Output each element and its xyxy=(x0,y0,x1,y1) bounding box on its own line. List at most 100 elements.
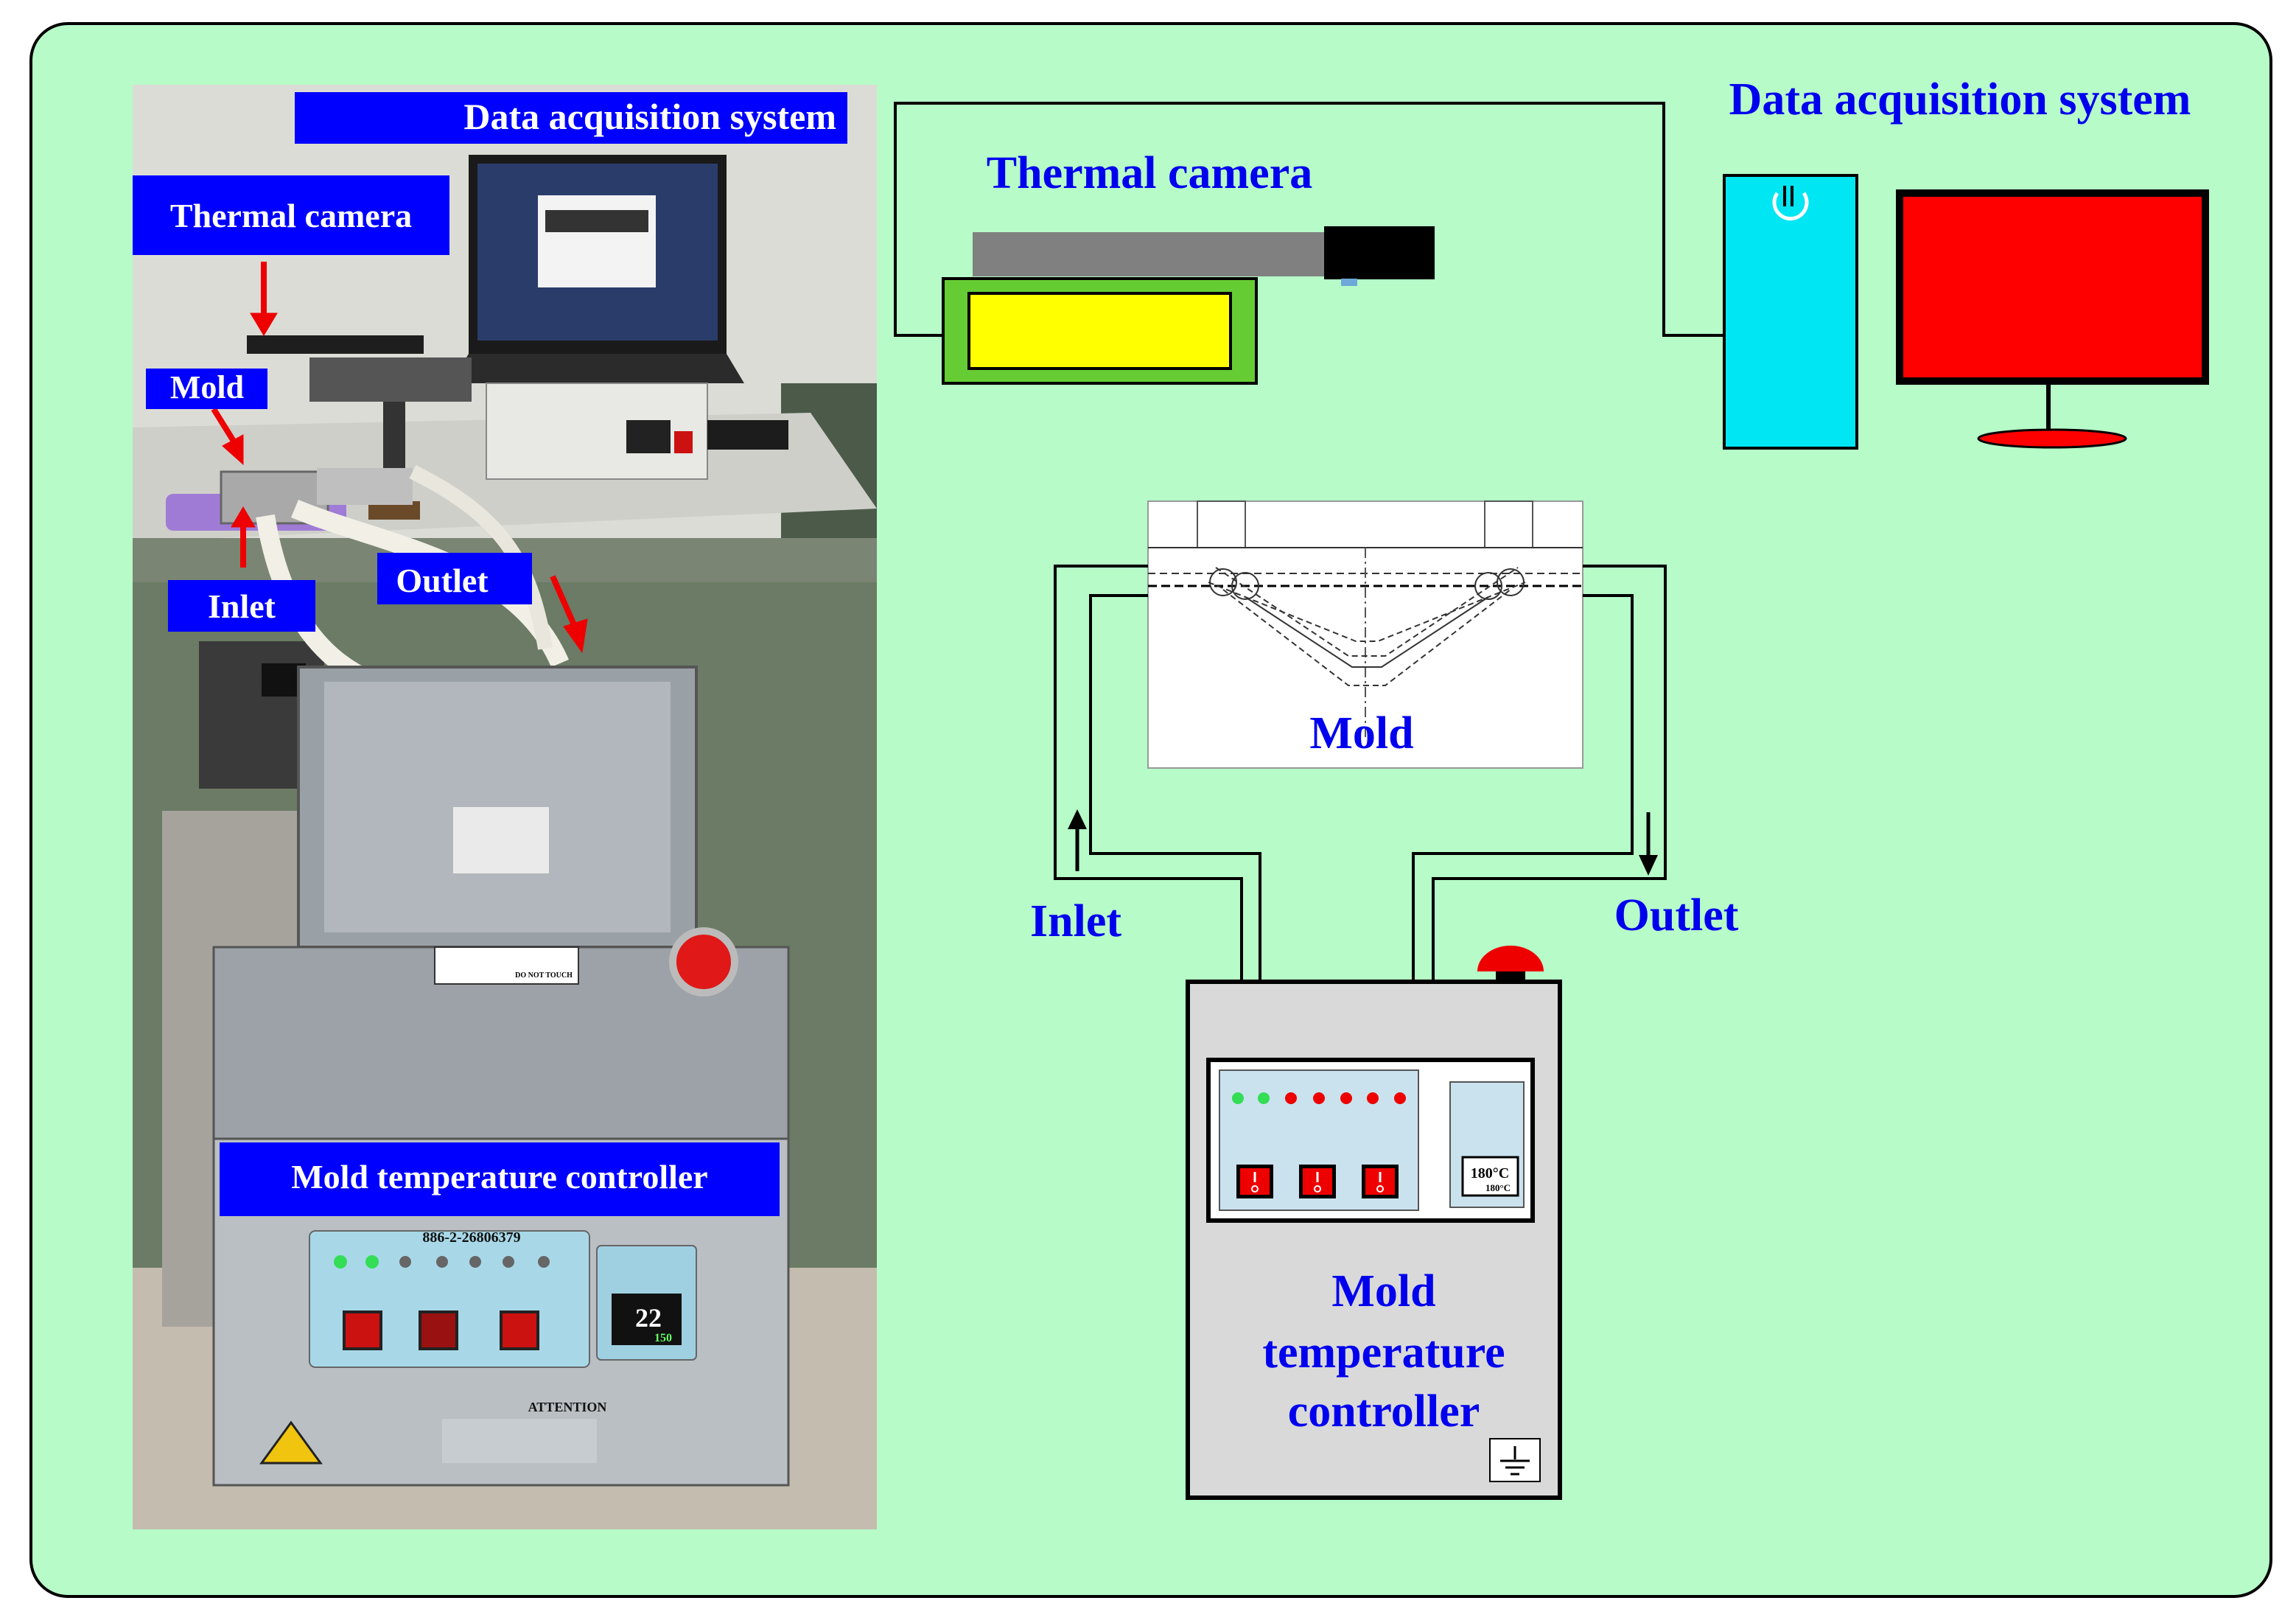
photo-attention-text: ATTENTION xyxy=(528,1400,607,1414)
photo-arrows xyxy=(211,262,588,654)
photo-laptop-keyboard xyxy=(451,354,744,383)
pipe-outlet-outer xyxy=(1432,565,1667,982)
photo-daq-meter xyxy=(626,420,671,453)
photo-temp-display xyxy=(612,1294,682,1345)
schematic-label-daq: Data acquisition system xyxy=(1729,74,2191,125)
led-red xyxy=(1367,1092,1379,1104)
wire-camera-to-daq xyxy=(894,102,1724,337)
mold-hole xyxy=(1497,568,1525,596)
schematic-label-outlet: Outlet xyxy=(1614,890,1739,940)
inlet-arrow-head xyxy=(1068,809,1087,829)
mold-v-channel-4 xyxy=(1245,596,1489,668)
photo-label-daq-text: Data acquisition system xyxy=(463,96,836,137)
photo-emergency-stop xyxy=(669,927,738,997)
photo-label-thermal-camera: Thermal camera xyxy=(133,175,449,255)
controller-switches xyxy=(1236,1165,1399,1198)
photo-switch-2 xyxy=(419,1310,458,1350)
photo-switch-3 xyxy=(500,1310,539,1350)
arrow-to-mold-head xyxy=(222,434,244,466)
temperature-display-main: 180°C xyxy=(1471,1165,1509,1182)
thermal-camera-icon xyxy=(942,226,1435,385)
photo-laptop-window-bar xyxy=(545,210,648,232)
pipe-inlet-inner xyxy=(1089,594,1261,982)
photo-warning-sign xyxy=(434,946,579,985)
controller-leds xyxy=(1232,1092,1406,1104)
photo-led xyxy=(399,1256,411,1268)
emergency-button-icon xyxy=(1477,946,1544,971)
schematic: Data acquisition system Thermal camera xyxy=(894,74,2209,1500)
photo-controller-label-plate xyxy=(453,807,549,873)
photo-led xyxy=(469,1256,481,1268)
controller-label-line-1: Mold xyxy=(1331,1266,1435,1316)
photo-label-inlet-text: Inlet xyxy=(208,587,276,625)
mold-hole xyxy=(1209,568,1237,596)
led-green xyxy=(1232,1092,1244,1104)
photo-label-controller: Mold temperature controller xyxy=(220,1142,780,1216)
photo-display-setpoint: 150 xyxy=(654,1332,672,1344)
pipe-inlet-outer xyxy=(1054,565,1243,982)
photo-label-mold: Mold xyxy=(146,369,267,409)
power-switch-icon xyxy=(1236,1165,1273,1198)
photo-camera-mount xyxy=(309,357,472,402)
led-red xyxy=(1285,1092,1297,1104)
mold-v-channel-2 xyxy=(1215,567,1519,657)
led-red xyxy=(1394,1092,1406,1104)
mold-hole xyxy=(1474,572,1502,600)
outlet-arrow-head xyxy=(1639,855,1658,876)
photo-switch-1 xyxy=(343,1310,382,1350)
controller-label-line-3: controller xyxy=(1288,1386,1480,1437)
led-red xyxy=(1313,1092,1325,1104)
power-switch-icon xyxy=(1299,1165,1336,1198)
photo-mold-clamp xyxy=(317,468,413,505)
computer-icon xyxy=(1723,174,2209,450)
camera-lens-tip xyxy=(1341,279,1357,286)
arrow-to-outlet-head xyxy=(563,618,588,654)
monitor-base xyxy=(1977,428,2127,449)
schematic-label-mold: Mold xyxy=(1309,708,1413,758)
photo-attention-lines xyxy=(442,1419,597,1463)
photo-camera xyxy=(247,335,424,354)
mold-v-channel-3 xyxy=(1222,589,1511,686)
photo-label-daq: Data acquisition system xyxy=(295,92,847,144)
mold-tab-left xyxy=(1197,500,1246,548)
camera-lens xyxy=(1324,226,1435,279)
controller-icon: 180°C 180°C Mold temperature controller xyxy=(1186,946,1562,1500)
photo-daq-base xyxy=(707,420,788,450)
photo-led xyxy=(365,1255,379,1268)
pipe-outlet-inner xyxy=(1412,594,1634,982)
photo-label-controller-text: Mold temperature controller xyxy=(291,1158,707,1196)
schematic-label-thermal-camera: Thermal camera xyxy=(987,148,1312,198)
power-switch-icon xyxy=(1362,1165,1399,1198)
photo-label-outlet-text: Outlet xyxy=(396,562,489,599)
photo-label-outlet: Outlet xyxy=(377,553,532,604)
photo-panel-leds xyxy=(334,1255,550,1268)
camera-body xyxy=(973,232,1326,276)
led-red xyxy=(1340,1092,1352,1104)
photo-led xyxy=(538,1256,550,1268)
temperature-display-sub: 180°C xyxy=(1485,1182,1511,1193)
ground-icon xyxy=(1489,1438,1541,1482)
monitor-screen xyxy=(1896,189,2209,385)
emergency-button-base xyxy=(1496,971,1525,982)
mold-hole xyxy=(1231,572,1259,600)
photo-laptop-window xyxy=(538,195,656,287)
photo-panel: DO NOT TOUCH 886-2-26806379 22 150 xyxy=(133,85,877,1529)
photo-led xyxy=(503,1256,514,1268)
photo-hose-extra xyxy=(409,465,553,650)
led-green xyxy=(1258,1092,1270,1104)
temperature-display xyxy=(1461,1156,1519,1197)
computer-case xyxy=(1723,174,1858,450)
photo-phone-number: 886-2-26806379 xyxy=(422,1229,520,1246)
controller-label-line-2: temperature xyxy=(1262,1327,1505,1378)
arrow-to-mold xyxy=(211,407,237,444)
photo-label-thermal-camera-text: Thermal camera xyxy=(170,197,412,234)
photo-warning-triangle xyxy=(259,1420,323,1465)
arrow-to-camera-head xyxy=(250,313,278,336)
photo-label-mold-text: Mold xyxy=(170,369,244,405)
photo-display-reading: 22 xyxy=(635,1303,662,1333)
power-icon xyxy=(1772,186,1809,221)
mold-tab-right xyxy=(1484,500,1533,548)
photo-label-inlet: Inlet xyxy=(168,580,315,632)
camera-screen xyxy=(967,292,1232,370)
